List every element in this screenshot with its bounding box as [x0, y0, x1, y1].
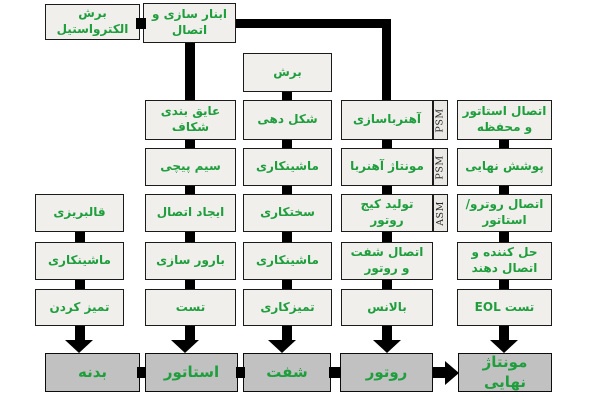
tag-psm-2-label: PSM: [435, 154, 447, 180]
connector-shaft-3: [282, 232, 292, 242]
node-electrosteel-cutting: برش الکترواستیل: [45, 4, 140, 40]
rotor-step-cage-production: تولید کیج روتور: [341, 194, 433, 232]
tag-psm-1-label: PSM: [435, 107, 447, 133]
connector-shaft-bottom: [282, 326, 292, 341]
connector-rotor-final-shaft: [433, 367, 446, 378]
rotor-step-shaft-rotor-connection: اتصال شفت و روتور: [341, 242, 433, 280]
arrow-down-body: [65, 340, 93, 353]
shaft-step-machining-2: ماشینکاری: [243, 242, 332, 280]
connector-rotor-bottom: [382, 326, 392, 341]
final-step-stator-housing-connection: اتصال استاتور و محفظه: [457, 100, 552, 140]
connector-shaft-0: [282, 92, 292, 100]
tag-asm-label: ASM: [435, 200, 447, 226]
final-step-eol-test: تست EOL: [457, 289, 552, 326]
title-rotor: روتور: [340, 353, 433, 392]
title-final-assembly: مونتاژ نهایی: [458, 353, 552, 392]
arrow-down-rotor: [373, 340, 401, 353]
arrow-down-final: [490, 340, 518, 353]
final-step-resolver-connector: حل کننده و اتصال دهند: [457, 242, 552, 280]
connector-stator-2: [185, 186, 195, 194]
connector-stator-4: [185, 280, 195, 289]
connector-down-to-stator-column: [185, 43, 195, 100]
tag-psm-2: PSM: [433, 148, 448, 186]
connector-final-bottom: [499, 326, 509, 341]
node-tool-making-connection: ابنار سازی و اتصال: [143, 3, 236, 43]
connector-stator-1: [185, 140, 195, 148]
title-body: بدنه: [45, 353, 140, 392]
tag-psm-1: PSM: [433, 100, 448, 140]
connector-body-stator: [137, 367, 146, 378]
connector-rotor-2: [382, 186, 392, 194]
final-step-rotor-stator-connection: اتصال روترو/استاتور: [457, 194, 552, 232]
connector-shaft-4: [282, 280, 292, 289]
connector-final-3: [499, 232, 509, 242]
body-step-machining: ماشینکاری: [35, 242, 124, 280]
title-stator: استاتور: [145, 353, 238, 392]
connector-stator-bottom: [185, 326, 195, 341]
stator-step-connection: ایجاد اتصال: [145, 194, 236, 232]
connector-stator-shaft: [236, 367, 245, 378]
stator-step-impregnation: بارور سازی: [145, 242, 236, 280]
tag-asm: ASM: [433, 194, 448, 232]
arrow-down-stator: [171, 340, 199, 353]
connector-body-1: [75, 232, 85, 242]
rotor-step-magnetizing: آهنرباسازی: [341, 100, 433, 140]
shaft-step-machining-1: ماشینکاری: [243, 148, 332, 186]
connector-shaft-2: [282, 186, 292, 194]
final-step-final-coating: پوشش نهایی: [457, 148, 552, 186]
connector-final-4: [499, 280, 509, 289]
connector-body-bottom: [75, 326, 85, 341]
connector-body-2: [75, 280, 85, 289]
connector-stator-3: [185, 232, 195, 242]
connector-rotor-1: [382, 140, 392, 148]
stator-step-test: تست: [145, 289, 236, 326]
connector-rotor-3: [382, 232, 392, 242]
connector-top-right-line: [236, 19, 391, 28]
body-step-molding: قالبریزی: [35, 194, 124, 232]
stator-step-winding: سیم پیچی: [145, 148, 236, 186]
stator-step-slot-insulation: عایق بندی شکاف: [145, 100, 236, 140]
connector-shaft-rotor: [329, 367, 341, 378]
shaft-step-forming: شکل دهی: [243, 100, 332, 140]
rotor-step-magnet-assembly: مونتاژ آهنربا: [341, 148, 433, 186]
shaft-step-cleaning: تمیزکاری: [243, 289, 332, 326]
arrow-right-to-final-assembly: [445, 361, 459, 385]
connector-rotor-4: [382, 280, 392, 289]
arrow-down-shaft: [268, 340, 296, 353]
shaft-step-hardening: سختکاری: [243, 194, 332, 232]
connector-final-2: [499, 186, 509, 194]
connector-shaft-1: [282, 140, 292, 148]
rotor-step-balancing: بالانس: [341, 289, 433, 326]
connector-down-to-rotor-column: [382, 19, 391, 100]
title-shaft: شفت: [243, 353, 331, 392]
connector-top-horizontal-link: [136, 18, 146, 29]
body-step-cleaning: تمیز کردن: [35, 289, 124, 326]
connector-final-1: [499, 140, 509, 148]
shaft-step-cutting: برش: [243, 53, 332, 92]
